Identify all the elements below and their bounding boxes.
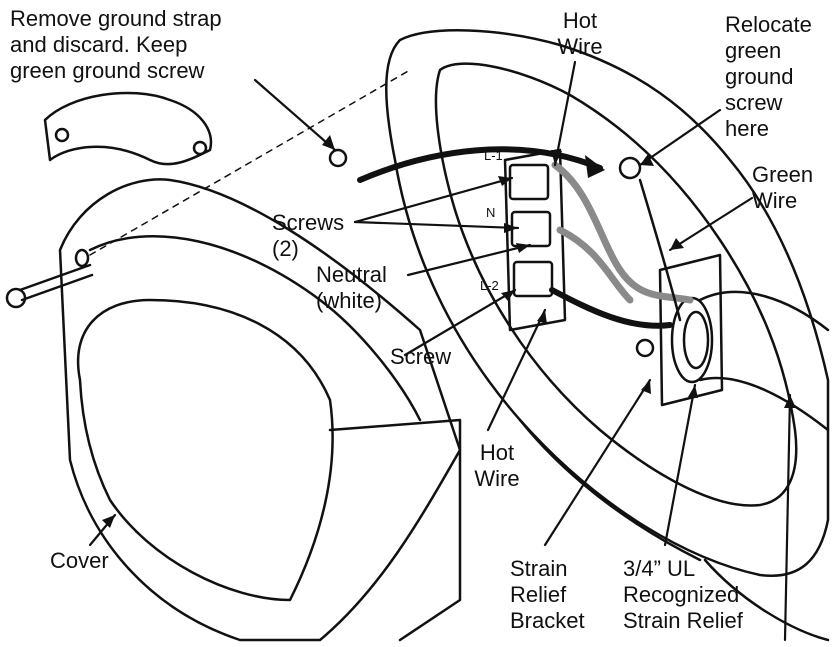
terminal-l2: L-2 xyxy=(480,278,499,293)
cover-shape xyxy=(58,178,462,642)
label-strain-relief-bracket: Strain Relief Bracket xyxy=(510,556,585,633)
label-cover: Cover xyxy=(50,548,109,573)
leader-hot-wire-top xyxy=(553,60,577,167)
label-hot-wire-bottom: Hot Wire xyxy=(474,440,520,491)
gray-wire-2 xyxy=(556,226,634,304)
black-wire xyxy=(549,287,673,329)
alignment-line xyxy=(89,69,411,256)
label-neutral: Neutral (white) xyxy=(316,262,387,313)
leader-relocate xyxy=(638,108,722,167)
label-green-wire: Green Wire xyxy=(752,162,814,213)
terminal-n: N xyxy=(486,205,496,220)
leader-screws-2 xyxy=(353,220,520,230)
cover-screw xyxy=(18,263,94,302)
relocate-arrow xyxy=(357,146,603,183)
leader-strain-relief xyxy=(663,383,697,547)
label-strain-relief: 3/4” UL Recognized Strain Relief xyxy=(623,556,743,633)
terminal-recess xyxy=(434,62,798,507)
terminal-block xyxy=(503,148,567,332)
appliance-back-panel xyxy=(385,29,830,577)
leader-green-wire xyxy=(668,196,754,252)
appliance-shell xyxy=(518,418,830,642)
leader-bracket xyxy=(543,378,652,547)
leader-screws-1 xyxy=(353,176,514,224)
ground-strap xyxy=(43,91,213,166)
label-screws: Screws (2) xyxy=(272,210,345,261)
leader-pipe xyxy=(783,393,792,642)
leader-neutral xyxy=(406,243,532,277)
terminal-l1: L-1 xyxy=(484,148,503,163)
ground-screw xyxy=(328,148,348,168)
label-hot-wire-top: Hot Wire xyxy=(557,8,603,59)
bracket-ground-screw xyxy=(635,338,655,358)
leader-ground-strap xyxy=(253,78,337,152)
strain-relief-pipe xyxy=(698,290,830,432)
strain-relief-bracket-shape xyxy=(658,253,724,407)
leader-hot-wire-bottom xyxy=(486,308,547,432)
green-wire-line xyxy=(638,178,682,322)
relocated-ground-screw xyxy=(618,156,642,180)
label-screw: Screw xyxy=(390,344,452,369)
leader-screw xyxy=(403,288,517,357)
label-relocate: Relocate green ground screw here xyxy=(725,12,812,141)
gray-wire-1 xyxy=(551,161,694,304)
label-ground-strap: Remove ground strap and discard. Keep gr… xyxy=(10,6,222,83)
